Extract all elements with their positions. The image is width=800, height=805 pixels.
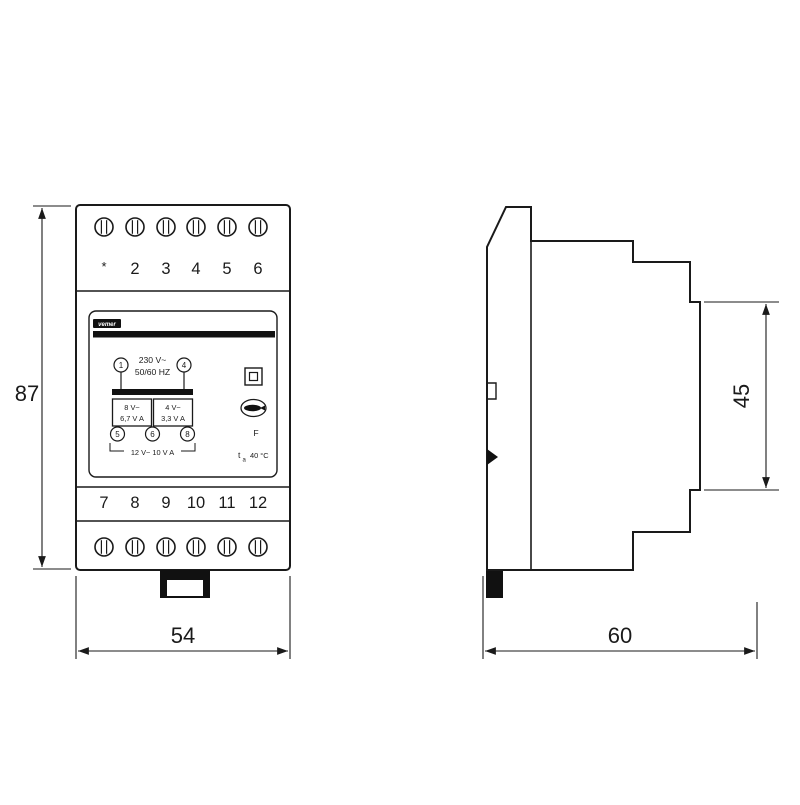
terminal-number: 7 <box>99 494 108 512</box>
terminal-number: 2 <box>130 260 139 278</box>
terminal-screw <box>248 217 268 237</box>
pin-circle-6 <box>144 426 161 442</box>
terminal-number: 5 <box>222 260 231 278</box>
terminal-screw <box>186 537 206 557</box>
din-clip-hook <box>487 449 498 465</box>
dim-front-height: 45 <box>704 301 779 491</box>
pin-circle-8 <box>179 426 196 442</box>
terminal-screw <box>94 537 114 557</box>
temp-subscript: a <box>243 458 247 464</box>
pin-6-label: 6 <box>150 430 155 439</box>
temp-value: 40 °C <box>250 451 269 460</box>
dim-height: 87 <box>15 205 71 570</box>
terminal-number: 10 <box>187 494 205 512</box>
pin-1-label: 1 <box>119 361 124 370</box>
terminal-number: 8 <box>130 494 139 512</box>
primary-voltage: 230 V~ <box>139 355 166 365</box>
sec2-power: 3,3 V A <box>161 414 185 423</box>
din-release-clip <box>486 571 503 598</box>
bottom-terminal-numbers: 7 8 9 10 11 12 <box>99 494 267 512</box>
secondary-box-8v <box>111 398 153 427</box>
class-ii-icon <box>244 367 263 386</box>
terminal-number: 6 <box>253 260 262 278</box>
dim-height-value: 87 <box>15 381 39 406</box>
secondary-box-4v <box>152 398 194 427</box>
bracket-right <box>181 443 196 452</box>
terminal-screw <box>156 217 176 237</box>
temp-symbol: t <box>238 450 241 460</box>
pin-8-label: 8 <box>185 430 190 439</box>
pin-4-label: 4 <box>182 361 187 370</box>
pin-circle-5 <box>109 426 126 442</box>
fuse-icon <box>240 398 267 418</box>
terminal-screw <box>217 537 237 557</box>
secondary-circuit: 8 V~ 6,7 V A 4 V~ 3,3 V A 5 6 8 12 V~ 10… <box>109 398 196 457</box>
fuse-label: F <box>253 428 258 438</box>
terminal-screw <box>217 217 237 237</box>
brand-logo-text: vemer <box>98 322 116 328</box>
brand-logo <box>93 319 121 328</box>
dim-width: 54 <box>75 576 291 659</box>
side-view <box>486 206 701 598</box>
sec1-power: 6,7 V A <box>120 414 144 423</box>
sec1-voltage: 8 V~ <box>124 403 139 412</box>
dim-depth-value: 60 <box>608 623 632 648</box>
ambient-temperature: t a 40 °C <box>238 450 269 464</box>
combined-rating: 12 V~ 10 V A <box>131 448 174 457</box>
terminal-screw <box>248 537 268 557</box>
dim-width-value: 54 <box>171 623 195 648</box>
terminal-number: 9 <box>161 494 170 512</box>
pin-5-label: 5 <box>115 430 120 439</box>
rating-plate: vemer 1 4 230 V~ 50/60 HZ 8 V~ 6,7 V A <box>88 310 278 478</box>
front-view: * 2 3 4 5 6 vemer 1 4 230 V~ 50/60 HZ <box>75 204 291 598</box>
bracket-left <box>109 443 124 452</box>
terminal-number: 12 <box>249 494 267 512</box>
dim-front-height-value: 45 <box>729 384 754 408</box>
din-rail-notch <box>487 382 497 400</box>
din-rail-foot <box>160 570 210 598</box>
terminal-number: * <box>101 259 106 274</box>
terminal-screw <box>125 217 145 237</box>
primary-frequency: 50/60 HZ <box>135 367 170 377</box>
plate-black-bar <box>93 331 275 338</box>
terminal-screw <box>186 217 206 237</box>
primary-circuit: 1 4 230 V~ 50/60 HZ <box>112 355 193 395</box>
dim-depth: 60 <box>482 576 758 659</box>
terminal-number: 4 <box>191 260 200 278</box>
side-body-outline <box>486 206 701 571</box>
top-terminal-numbers: * 2 3 4 5 6 <box>101 259 262 278</box>
terminal-screw <box>125 537 145 557</box>
terminal-screw <box>94 217 114 237</box>
terminal-number: 11 <box>218 494 235 512</box>
terminal-number: 3 <box>161 260 170 278</box>
terminal-screw <box>156 537 176 557</box>
transformer-core <box>112 389 193 395</box>
sec2-voltage: 4 V~ <box>165 403 180 412</box>
